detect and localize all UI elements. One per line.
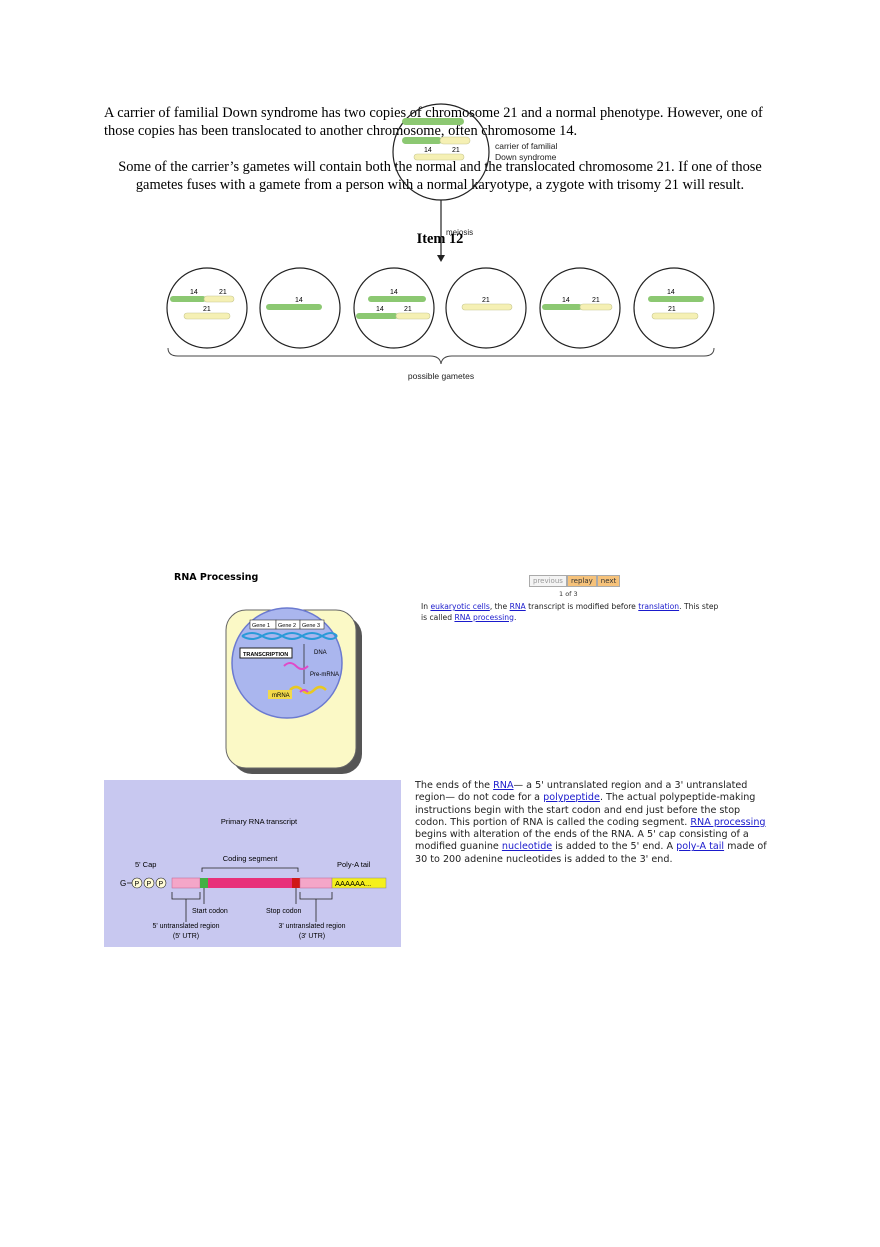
svg-text:14: 14: [295, 297, 303, 304]
chr14-label: 14: [424, 147, 432, 154]
utr3-label-1: 3' untranslated region: [278, 923, 345, 930]
paragraph-gametes: Some of the carrier’s gametes will conta…: [118, 159, 762, 193]
svg-text:14: 14: [562, 297, 570, 304]
chromosome-14-21-translocated: [402, 137, 442, 144]
coding-segment: [208, 878, 292, 888]
paragraph-carrier: A carrier of familial Down syndrome has …: [104, 105, 763, 139]
carrier-label-2: Down syndrome: [495, 152, 557, 162]
dna-helix: [241, 632, 338, 640]
link-rna-processing[interactable]: RNA processing: [454, 612, 514, 622]
svg-text:14: 14: [190, 289, 198, 296]
page-counter: 1 of 3: [559, 590, 578, 598]
possible-gametes-label: possible gametes: [408, 371, 474, 381]
cell-diagram: Gene 1 Gene 2 Gene 3 DNA TRANSCRIPTION P…: [225, 607, 362, 774]
stop-codon: [292, 878, 300, 888]
gene1-label: Gene 1: [252, 623, 270, 629]
gamete-cell-2: [259, 267, 341, 349]
next-button[interactable]: next: [596, 575, 621, 587]
link-rna-processing-2[interactable]: RNA processing: [690, 816, 766, 828]
utr3-label-2: (3' UTR): [299, 933, 325, 940]
link-translation[interactable]: translation: [638, 602, 680, 611]
svg-text:14: 14: [667, 289, 675, 296]
svg-text:21: 21: [482, 297, 490, 304]
item-label: Item 12: [416, 231, 464, 247]
rna-intro-text: In eukaryotic cells, the RNA transcript …: [421, 602, 719, 622]
primary-transcript-diagram: Primary RNA transcript Coding segment 5'…: [104, 780, 401, 947]
replay-button[interactable]: replay: [566, 575, 597, 587]
mrna-label: mRNA: [272, 693, 290, 699]
animation-nav: previous replay next: [529, 575, 621, 587]
link-rna[interactable]: RNA: [509, 602, 526, 611]
transcription-label: TRANSCRIPTION: [243, 652, 288, 658]
premrna-label: Pre-mRNA: [310, 672, 339, 678]
rna-processing-title: RNA Processing: [174, 572, 259, 583]
rna-ends-text: The ends of the RNA— a 5' untranslated r…: [415, 780, 767, 865]
mrna: [289, 685, 327, 695]
gamete-cell-5: [539, 267, 621, 349]
cap-label: 5' Cap: [135, 860, 156, 869]
svg-text:21: 21: [592, 297, 600, 304]
start-codon-label: Start codon: [192, 908, 228, 915]
utr3-segment: [299, 877, 333, 889]
dna-label: DNA: [314, 650, 327, 656]
stop-codon-label: Stop codon: [266, 908, 302, 915]
down-syndrome-figure: 14 21 carrier of familial Down syndrome …: [166, 103, 715, 381]
svg-text:21: 21: [668, 306, 676, 313]
svg-text:21: 21: [203, 306, 211, 313]
g-label: G: [120, 879, 126, 888]
gametes-brace: [167, 347, 715, 365]
meiosis-label: meiosis: [446, 228, 473, 237]
previous-button[interactable]: previous: [529, 575, 567, 587]
polya-tail: [331, 877, 387, 889]
gamete-cell-6: [633, 267, 715, 349]
svg-text:21: 21: [404, 306, 412, 313]
link-eukaryotic-cells[interactable]: eukaryotic cells: [430, 602, 490, 611]
start-codon: [200, 878, 208, 888]
gamete-cell-4: [445, 267, 527, 349]
carrier-label-1: carrier of familial: [495, 141, 557, 151]
chromosome-21: [413, 153, 465, 161]
svg-text:21: 21: [219, 289, 227, 296]
transcript-title: Primary RNA transcript: [221, 817, 298, 826]
utr5-label-1: 5' untranslated region: [152, 923, 219, 930]
coding-segment-label: Coding segment: [223, 854, 279, 863]
gene2-label: Gene 2: [278, 623, 296, 629]
link-poly-a-tail[interactable]: poly-A tail: [676, 841, 725, 853]
gene3-label: Gene 3: [302, 623, 320, 629]
svg-text:14: 14: [376, 306, 384, 313]
chromosome-14: [402, 118, 464, 125]
polya-label: Poly-A tail: [337, 860, 371, 869]
phosphate-3: P: [159, 881, 164, 888]
link-rna-2[interactable]: RNA: [493, 780, 514, 791]
svg-text:14: 14: [390, 289, 398, 296]
utr5-label-2: (5' UTR): [173, 933, 199, 940]
polya-sequence: AAAAAA...: [335, 879, 371, 888]
pre-mrna: [283, 662, 309, 670]
phosphate-2: P: [147, 881, 152, 888]
utr5-segment: [171, 877, 201, 889]
phosphate-1: P: [135, 881, 140, 888]
gamete-cell-3: [353, 267, 435, 349]
link-polypeptide[interactable]: polypeptide: [543, 792, 600, 804]
chr21-label: 21: [452, 147, 460, 154]
link-nucleotide[interactable]: nucleotide: [501, 841, 553, 853]
gamete-cell-1: [166, 267, 248, 349]
